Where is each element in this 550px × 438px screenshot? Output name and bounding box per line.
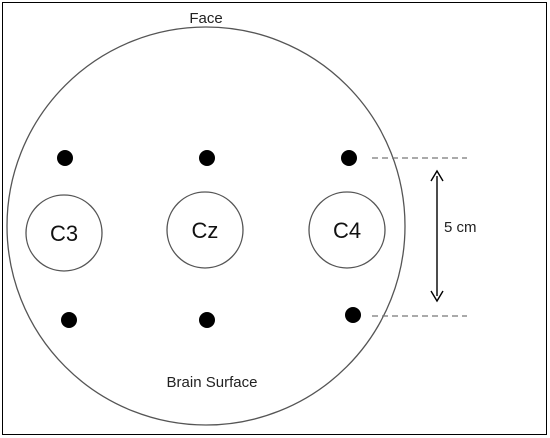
lower-dot-right [345, 307, 361, 323]
brain-surface-label: Brain Surface [167, 374, 258, 391]
upper-dot-left [57, 150, 73, 166]
lower-dot-center [199, 312, 215, 328]
electrode-c3-circle [25, 194, 103, 272]
lower-dot-left [61, 312, 77, 328]
electrode-cz-circle [166, 191, 244, 269]
electrode-cz-label: Cz [192, 218, 219, 243]
upper-dot-right [341, 150, 357, 166]
electrode-c3-label: C3 [50, 221, 78, 246]
face-label: Face [189, 10, 222, 27]
electrode-c4-circle [308, 191, 386, 269]
distance-arrow-top-head [430, 169, 444, 182]
distance-label: 5 cm [444, 219, 477, 236]
distance-arrow-bottom-head [430, 290, 444, 303]
head-outline [6, 26, 406, 426]
upper-dot-center [199, 150, 215, 166]
electrode-c4-label: C4 [333, 218, 361, 243]
